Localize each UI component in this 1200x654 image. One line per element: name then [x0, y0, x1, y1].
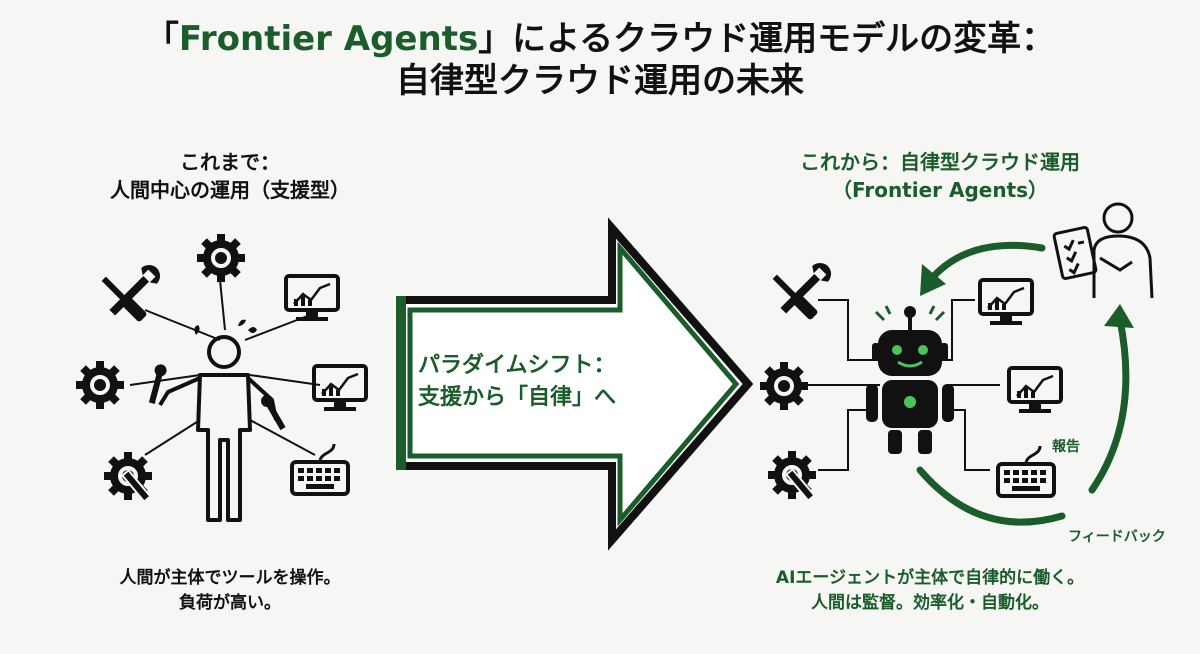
right-caption-line-2: 人間は監督。効率化・自動化。: [811, 593, 1049, 613]
gear-icon: [76, 361, 124, 409]
left-caption-line-2: 負荷が高い。: [179, 593, 281, 613]
keyboard-icon: [290, 442, 350, 496]
title-bracket-open: 「: [144, 19, 179, 59]
right-heading-line-2: （Frontier Agents）: [831, 178, 1049, 202]
right-caption-line-1: AIエージェントが主体で自律的に働く。: [775, 568, 1085, 588]
left-heading: これまで： 人間中心の運用（支援型）: [40, 148, 420, 204]
title-line-1-rest: 」によるクラウド運用モデルの変革：: [478, 19, 1056, 59]
gear-wrench-icon: [768, 451, 816, 501]
shift-line-1: パラダイムシフト：: [418, 353, 616, 378]
stressed-person-icon: [148, 319, 286, 522]
right-connector-lines: [800, 299, 1000, 471]
left-heading-line-2: 人間中心の運用（支援型）: [110, 178, 350, 202]
gear-icon: [760, 362, 808, 410]
cycle-arrowheads: [920, 264, 1134, 328]
wrench-screwdriver-icon: [770, 258, 836, 321]
right-heading: これから：自律型クラウド運用 （Frontier Agents）: [700, 148, 1180, 204]
monitor-chart-icon: [1007, 366, 1063, 415]
title-brand: Frontier Agents: [178, 19, 479, 59]
cycle-arrow-icon: [916, 241, 1130, 526]
paradigm-shift-text: パラダイムシフト： 支援から「自律」へ: [418, 350, 698, 414]
big-arrow-icon: [396, 217, 754, 551]
left-heading-line-1: これまで：: [180, 150, 280, 174]
report-label: 報告: [1052, 439, 1080, 455]
right-caption: AIエージェントが主体で自律的に働く。 人間は監督。効率化・自動化。: [690, 566, 1170, 616]
supervisor-clipboard-icon: [1052, 202, 1154, 299]
robot-icon: [866, 305, 954, 454]
monitor-chart-icon: [978, 278, 1034, 327]
title-line-1: 「Frontier Agents」によるクラウド運用モデルの変革：: [0, 18, 1200, 60]
monitor-chart-icon: [312, 364, 368, 413]
page-title: 「Frontier Agents」によるクラウド運用モデルの変革： 自律型クラウ…: [0, 18, 1200, 102]
keyboard-icon: [996, 444, 1056, 498]
gear-wrench-icon: [104, 452, 152, 502]
left-caption: 人間が主体でツールを操作。 負荷が高い。: [40, 566, 420, 616]
shift-line-2: 支援から「自律」へ: [418, 385, 617, 410]
gear-icon: [197, 234, 245, 282]
left-connector-lines: [129, 279, 321, 456]
left-caption-line-1: 人間が主体でツールを操作。: [119, 568, 341, 588]
right-heading-line-1: これから：自律型クラウド運用: [800, 150, 1080, 174]
monitor-chart-icon: [284, 274, 340, 323]
feedback-label: フィードバック: [1068, 529, 1166, 545]
title-line-2: 自律型クラウド運用の未来: [396, 61, 804, 101]
